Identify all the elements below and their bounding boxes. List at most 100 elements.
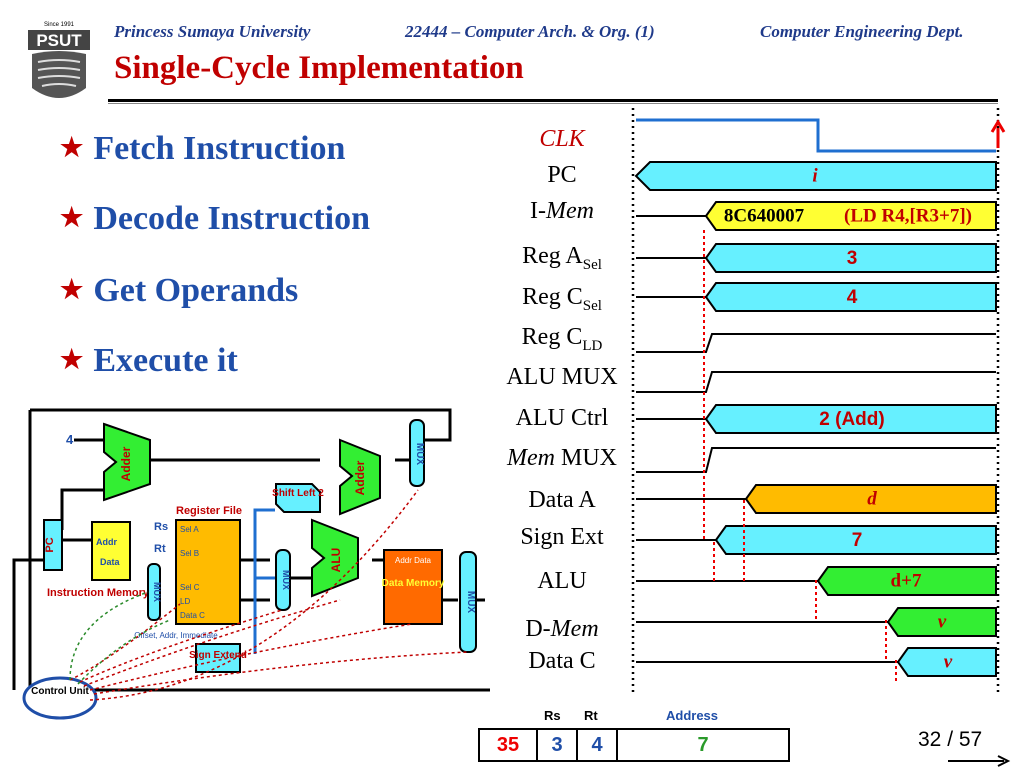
svg-text:4: 4 [66,432,74,447]
slide-title: Single-Cycle Implementation [114,50,524,86]
svg-text:MUX: MUX [414,443,425,466]
alu-value: d+7 [891,570,922,591]
instruction-memory: Addr Data Instruction Memory [47,521,150,599]
svg-text:ALU: ALU [329,548,343,573]
star-icon: ★ [60,133,84,162]
data-c-value: v [944,651,953,672]
branch-adder: Adder [339,438,381,516]
signal-label-sign-ext: Sign Ext [520,524,604,550]
svg-text:MUX: MUX [152,582,162,602]
reg-cld-wave [636,333,996,353]
title-divider [108,99,998,102]
svg-text:Rs: Rs [154,521,168,533]
svg-text:Rt: Rt [154,543,166,555]
pc-bus: i [634,161,997,191]
course-name: 22444 – Computer Arch. & Org. (1) [405,22,655,41]
reg-csel-value: 4 [847,287,858,308]
next-arrow-icon[interactable] [948,754,1011,767]
svg-text:Control Unit: Control Unit [31,686,89,697]
reg-asel-bus: 3 [636,243,997,273]
imem-instruction: (LD R4,[R3+7]) [844,205,972,226]
dmem-value: v [938,611,947,632]
svg-text:Data C: Data C [180,611,205,620]
alu-mux-wave [636,371,996,393]
svg-text:Sel C: Sel C [180,583,200,592]
datapath-diagram: Adder 4 Adder MUX PC Addr Data Instructi… [12,406,490,722]
svg-text:Adder: Adder [353,460,367,495]
alu-ctrl-bus: 2 (Add) [636,404,997,434]
format-address: 7 [697,734,709,756]
signal-label-reg-asel: Reg ASel [522,243,602,273]
instruction-format-table: 35 3 4 7 [478,728,790,762]
sign-ext-bus: 7 [636,525,997,555]
svg-text:PSUT: PSUT [36,31,82,50]
svg-text:Sel A: Sel A [180,525,199,534]
page-number: 32 / 57 [918,728,983,751]
svg-text:Shift Left 2: Shift Left 2 [272,488,324,499]
reg-asel-value: 3 [847,248,858,269]
svg-text:Since 1991: Since 1991 [44,22,75,28]
svg-text:Adder: Adder [119,446,133,481]
svg-text:Sign Extend: Sign Extend [189,650,247,661]
reg-csel-bus: 4 [636,282,997,312]
data-a-value: d [867,488,877,509]
alu-bus: d+7 [636,566,997,596]
imem-value: 8C640007 [724,205,805,226]
svg-text:Sel B: Sel B [180,549,199,558]
format-rs: 3 [538,730,578,760]
bullet-operands: ★ Get Operands [60,272,298,310]
format-header-address: Address [666,708,719,723]
svg-text:Offset, Addr, Immediate: Offset, Addr, Immediate [134,631,218,640]
signal-label-mem-mux: Mem MUX [507,445,617,471]
pc-register: PC [43,519,63,571]
svg-text:MUX: MUX [465,591,476,614]
psut-logo: Since 1991 PSUT [26,18,92,104]
timing-diagram: i 8C640007 (LD R4,[R3+7]) 3 4 2 (Add) d [631,108,1006,696]
signal-label-dmem: D-Mem [525,616,599,642]
signal-label-alu-ctrl: ALU Ctrl [515,405,609,431]
writeback-mux: MUX [459,551,477,653]
control-unit: Control Unit [22,676,98,720]
signal-label-data-a: Data A [528,487,596,513]
signal-label-reg-cld: Reg CLD [521,324,603,354]
svg-text:LD: LD [180,597,190,606]
signal-label-clk: CLK [539,126,585,152]
dmem-bus: v [636,607,997,637]
pc-source-mux: MUX [409,419,425,487]
data-memory: Addr Data Data Memory [382,549,445,625]
university-name: Princess Sumaya University [114,22,311,41]
bullet-decode: ★Decode Instruction [60,200,370,238]
mem-mux-wave [636,447,996,473]
signal-label-pc: PC [547,162,577,188]
bullet-text: Get Operands [93,272,299,309]
sign-extend: Sign Extend Offset, Addr, Immediate [134,631,247,673]
format-header-rs: Rs [544,708,561,723]
bullet-execute: ★Execute it [60,342,238,380]
svg-text:Register File: Register File [176,505,242,517]
shift-left-2: Shift Left 2 [272,483,324,513]
format-opcode: 35 [480,730,538,760]
format-rt: 4 [578,730,618,760]
svg-text:Instruction Memory: Instruction Memory [47,587,150,599]
department-name: Computer Engineering Dept. [760,22,964,41]
data-a-bus: d [636,484,997,514]
svg-text:MUX: MUX [281,570,291,590]
signal-label-alu-mux: ALU MUX [506,364,618,390]
bullet-fetch: ★Fetch Instruction [60,130,345,168]
pc-value: i [812,165,818,186]
star-icon: ★ [60,275,84,304]
alu-ctrl-value: 2 (Add) [819,409,884,430]
svg-text:PC: PC [44,537,56,552]
pc-adder: Adder 4 [66,422,151,502]
imem-bus: 8C640007 (LD R4,[R3+7]) [636,201,997,231]
data-c-bus: v [636,647,997,677]
alu-unit: ALU [311,518,359,598]
register-file: Register File Sel A Sel B Sel C LD Data … [175,505,242,625]
svg-text:Data Memory: Data Memory [382,578,445,589]
bullet-text: Execute it [93,342,238,379]
bullet-text: Decode Instruction [93,200,371,237]
signal-label-imem: I-Mem [530,198,594,224]
title-divider-shadow [108,103,998,104]
signal-label-alu: ALU [537,568,587,594]
alu-source-mux: MUX [275,549,291,611]
